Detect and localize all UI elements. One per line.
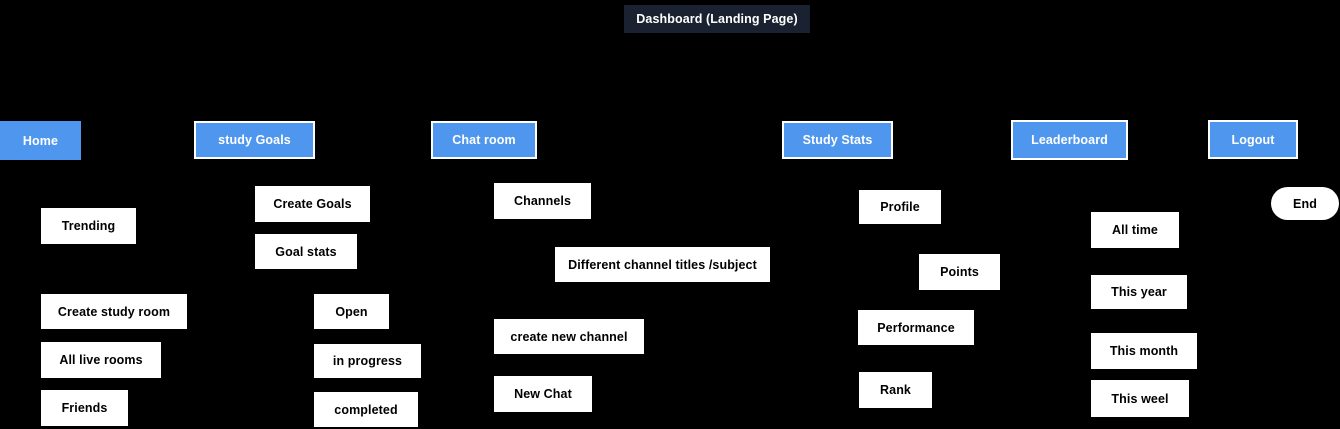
node-all-live-rooms[interactable]: All live rooms xyxy=(41,342,161,378)
node-this-year[interactable]: This year xyxy=(1091,275,1187,309)
node-chat-room[interactable]: Chat room xyxy=(431,121,537,159)
node-create-study-room[interactable]: Create study room xyxy=(41,294,187,329)
node-this-weel[interactable]: This weel xyxy=(1091,380,1189,417)
node-create-goals[interactable]: Create Goals xyxy=(255,186,370,222)
node-create-new-channel[interactable]: create new channel xyxy=(494,319,644,354)
node-study-stats[interactable]: Study Stats xyxy=(782,121,893,159)
node-study-goals[interactable]: study Goals xyxy=(194,121,315,159)
node-friends[interactable]: Friends xyxy=(41,390,128,426)
node-new-chat[interactable]: New Chat xyxy=(494,376,592,412)
node-points[interactable]: Points xyxy=(919,254,1000,290)
node-logout[interactable]: Logout xyxy=(1208,120,1298,159)
node-leaderboard[interactable]: Leaderboard xyxy=(1011,120,1128,160)
node-home[interactable]: Home xyxy=(0,121,81,160)
node-channels[interactable]: Channels xyxy=(494,183,591,219)
node-in-progress[interactable]: in progress xyxy=(314,344,421,378)
node-this-month[interactable]: This month xyxy=(1091,333,1197,369)
node-rank[interactable]: Rank xyxy=(859,372,932,408)
node-different-channel-titles[interactable]: Different channel titles /subject xyxy=(555,247,770,282)
node-profile[interactable]: Profile xyxy=(859,190,941,224)
node-completed[interactable]: completed xyxy=(314,392,418,427)
node-all-time[interactable]: All time xyxy=(1091,212,1179,248)
node-dashboard-landing-page[interactable]: Dashboard (Landing Page) xyxy=(624,5,810,33)
node-performance[interactable]: Performance xyxy=(858,310,974,345)
node-goal-stats[interactable]: Goal stats xyxy=(255,234,357,269)
node-open[interactable]: Open xyxy=(314,294,389,329)
node-end[interactable]: End xyxy=(1271,187,1339,220)
node-trending[interactable]: Trending xyxy=(41,208,136,244)
